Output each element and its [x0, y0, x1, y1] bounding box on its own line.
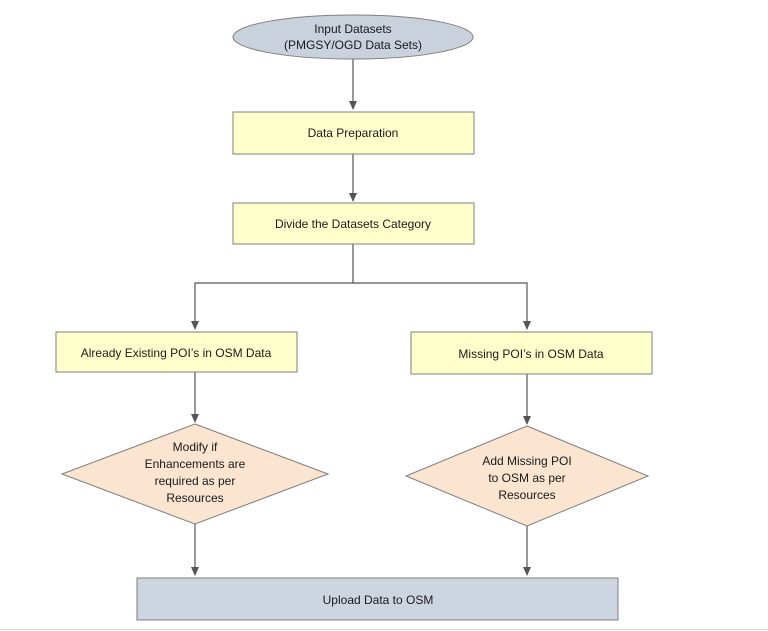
upload-label: Upload Data to OSM: [323, 593, 434, 607]
divide-category-node: Divide the Datasets Category: [232, 202, 475, 245]
input-datasets-ellipse: [232, 14, 474, 60]
existing-pois-box: [55, 331, 298, 373]
divide-category-box: [232, 202, 475, 245]
existing-pois-node: Already Existing POI’s in OSM Data: [55, 331, 298, 373]
modify-decision-line4: Resources: [166, 491, 223, 505]
add-decision-line3: Resources: [498, 488, 555, 502]
add-decision-diamond: [404, 425, 650, 527]
modify-decision-line2: Enhancements are: [145, 457, 246, 471]
modify-decision-line3: required as per: [155, 474, 236, 488]
add-decision-node: Add Missing POI to OSM as per Resources: [404, 425, 650, 527]
missing-pois-box: [410, 331, 653, 375]
divide-category-label: Divide the Datasets Category: [275, 217, 431, 231]
input-datasets-label-line2: (PMGSY/OGD Data Sets): [284, 38, 422, 52]
data-preparation-node: Data Preparation: [232, 111, 475, 155]
connector-divide-split-right: [353, 282, 531, 330]
missing-pois-node: Missing POI’s in OSM Data: [410, 331, 653, 375]
modify-decision-diamond: [60, 423, 330, 525]
input-datasets-node: Input Datasets (PMGSY/OGD Data Sets): [232, 14, 474, 60]
add-decision-line2: to OSM as per: [488, 471, 565, 485]
missing-pois-label: Missing POI’s in OSM Data: [458, 347, 603, 361]
data-preparation-box: [232, 111, 475, 155]
bottom-divider: [0, 629, 768, 630]
add-decision-line1: Add Missing POI: [482, 454, 571, 468]
upload-node: Upload Data to OSM: [136, 577, 619, 621]
existing-pois-label: Already Existing POI’s in OSM Data: [81, 346, 272, 360]
data-preparation-label: Data Preparation: [308, 126, 399, 140]
modify-decision-node: Modify if Enhancements are required as p…: [60, 423, 330, 525]
input-datasets-label-line1: Input Datasets: [314, 22, 391, 36]
upload-box: [136, 577, 619, 621]
connector-divide-split: [191, 244, 354, 330]
modify-decision-line1: Modify if: [173, 440, 218, 454]
